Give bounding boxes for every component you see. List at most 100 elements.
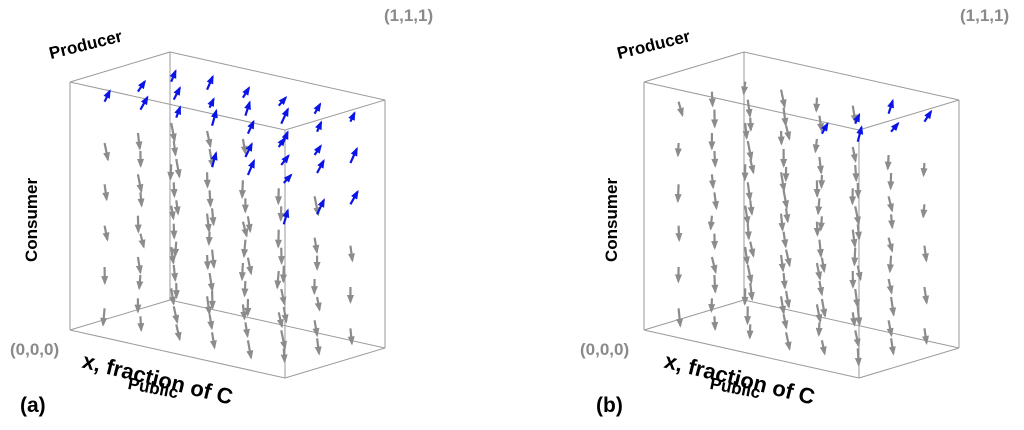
field-arrow [137,150,145,168]
field-arrow [711,150,719,168]
cube-edge [69,81,286,131]
panel-a: (1,1,1) Producer Consumer (0,0,0) x, fra… [10,6,433,417]
field-arrow [102,184,110,202]
field-arrow [711,274,719,294]
field-arrow [169,122,177,143]
field-arrow [813,97,821,113]
field-arrow [854,224,862,241]
field-arrow [747,282,755,302]
field-arrow [312,320,320,338]
field-arrow [779,89,787,109]
field-arrow [172,241,180,258]
field-arrow [920,204,928,219]
field-arrow [782,190,789,210]
field-arrow [888,214,896,230]
origin-label: (0,0,0) [10,340,60,359]
field-arrow [741,164,749,182]
field-arrow [815,262,823,281]
field-arrow [172,86,181,101]
field-arrow [815,198,823,216]
far-corner-label: (1,1,1) [960,6,1010,25]
field-arrow [779,172,787,193]
field-arrow [852,164,860,183]
field-arrow [241,198,249,214]
field-arrow [744,306,752,326]
field-arrow [816,239,824,259]
field-arrow [280,348,288,364]
field-arrow [674,142,682,158]
field-arrow [174,158,182,179]
field-arrow [818,174,826,190]
field-arrow [169,288,177,306]
field-arrow [102,225,110,242]
field-arrow [888,338,896,356]
field-arrow [101,266,109,286]
field-arrow [246,119,255,135]
cube-edge [743,299,960,349]
cube-edge [643,329,860,379]
field-arrow [781,107,789,127]
field-arrow [707,215,715,231]
field-arrow [884,154,892,171]
field-arrow [349,189,359,205]
field-arrow [240,304,248,321]
field-arrow [313,102,322,115]
field-arrow [206,74,214,91]
field-arrow [205,130,213,149]
field-arrow [137,192,145,208]
field-arrow [245,216,253,234]
cube-edge [643,299,745,331]
field-arrow [244,298,252,317]
field-arrow [747,117,755,133]
field-arrow [812,138,820,154]
field-arrow [170,182,178,199]
field-arrow [243,322,250,339]
field-arrow [854,182,862,200]
field-arrow [923,109,933,123]
field-arrow [853,112,861,125]
field-arrow [748,241,756,258]
field-arrow [246,340,254,360]
field-arrow [780,272,788,290]
field-arrow [783,208,791,224]
consumer-axis-label: Consumer [602,177,621,262]
field-arrow [137,316,145,333]
field-arrow [136,274,144,291]
field-arrow [777,130,785,146]
field-arrow [817,216,825,232]
cube-edge [643,51,745,83]
field-arrow [346,286,354,304]
field-arrow [347,245,355,263]
field-arrow [282,208,290,225]
field-arrow [282,173,293,184]
field-arrow [886,255,894,274]
field-arrow [244,142,253,158]
field-arrow [246,257,254,276]
field-arrow [203,254,211,271]
field-arrow [238,262,246,282]
field-arrow [745,182,753,202]
field-arrow [778,254,786,273]
field-arrow [815,304,823,324]
field-arrow [748,158,756,175]
field-arrow [887,98,894,114]
field-arrow [710,256,718,275]
field-arrow [314,338,322,356]
field-arrow [169,69,177,83]
field-arrow [851,247,859,267]
field-arrow [742,246,750,266]
field-arrow [781,314,789,330]
field-arrow [241,280,249,298]
panel-label-a: (a) [20,394,46,417]
field-arrow [210,151,218,168]
field-arrow [246,158,256,176]
field-arrow [711,233,719,251]
field-arrow [168,246,176,265]
field-arrow [134,298,142,314]
field-arrow [784,249,792,268]
field-arrow [815,322,823,337]
field-arrow [855,265,863,282]
field-arrow [138,233,146,249]
field-arrow [747,200,755,217]
field-arrow [855,306,863,327]
